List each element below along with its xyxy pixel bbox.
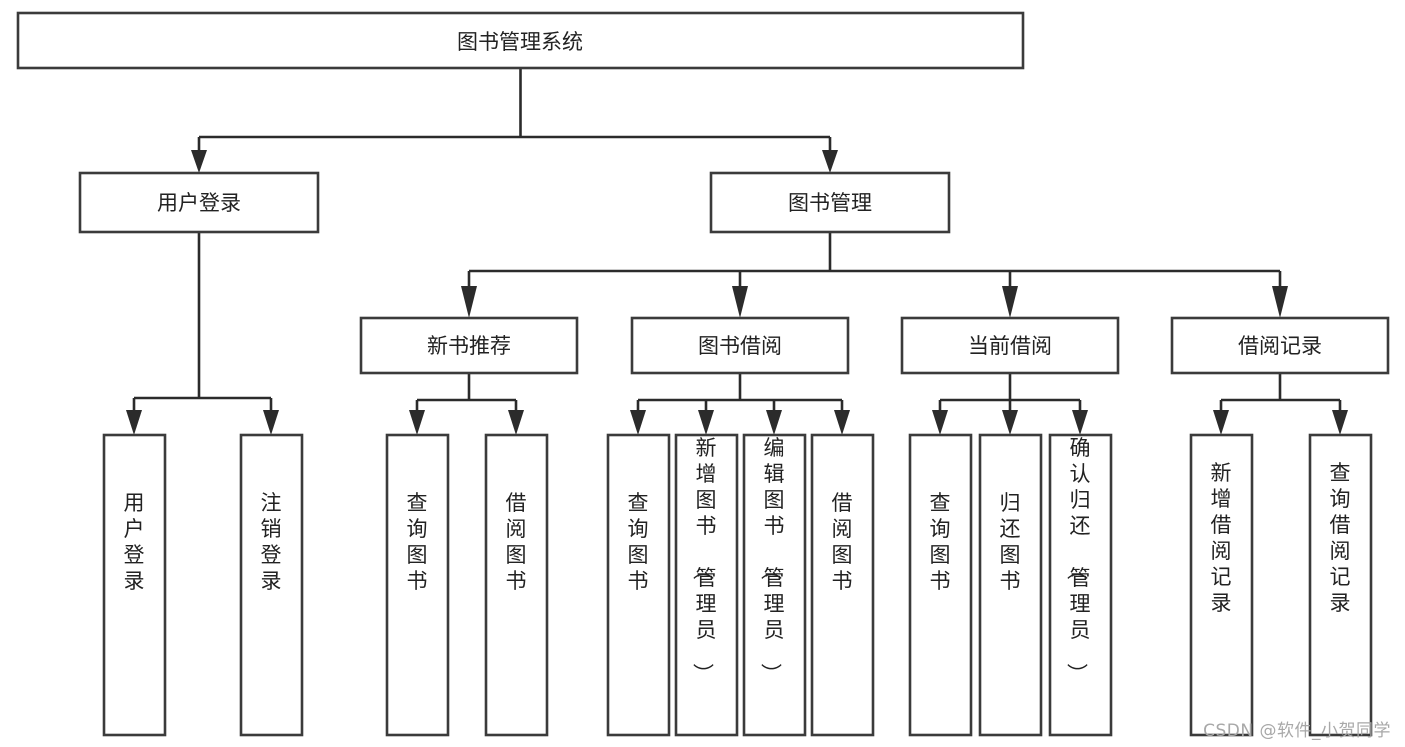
- node-leaf-query-book-2-box[interactable]: [606, 433, 671, 737]
- node-current-borrow-box[interactable]: [900, 316, 1120, 375]
- node-leaf-query-record-box[interactable]: [1308, 433, 1373, 737]
- node-new-book-recommend-box[interactable]: [359, 316, 579, 375]
- node-leaf-query-book-1[interactable]: 查询图书: [385, 433, 450, 737]
- node-leaf-return-book-box[interactable]: [978, 433, 1043, 737]
- node-leaf-borrow-book-1-label: 借阅图书: [506, 491, 527, 593]
- node-leaf-add-book[interactable]: 新增图书（管理员）: [674, 433, 739, 737]
- node-book-manage[interactable]: 图书管理: [709, 171, 951, 234]
- node-leaf-query-book-1-box[interactable]: [385, 433, 450, 737]
- node-borrow-record-box[interactable]: [1170, 316, 1390, 375]
- node-leaf-query-record[interactable]: 查询借阅记录: [1308, 433, 1373, 737]
- node-book-borrow[interactable]: 图书借阅: [630, 316, 850, 375]
- arrowhead-leaf-query-book-3: [932, 410, 948, 435]
- node-book-borrow-label: 图书借阅: [698, 334, 782, 358]
- node-book-manage-box[interactable]: [709, 171, 951, 234]
- node-leaf-return-book[interactable]: 归还图书: [978, 433, 1043, 737]
- node-leaf-borrow-book-2-label: 借阅图书: [832, 491, 853, 593]
- node-leaf-logout-login-label: 注销登录: [261, 491, 282, 593]
- node-leaf-query-record-label: 查询借阅记录: [1330, 461, 1351, 615]
- node-new-book-recommend[interactable]: 新书推荐: [359, 316, 579, 375]
- node-leaf-logout-login-box[interactable]: [239, 433, 304, 737]
- arrowhead-leaf-borrow-book-1: [508, 410, 524, 435]
- node-new-book-recommend-label: 新书推荐: [427, 334, 511, 358]
- arrowhead-leaf-confirm-return: [1072, 410, 1088, 435]
- arrowhead-leaf-edit-book: [766, 410, 782, 435]
- node-user-login-label: 用户登录: [157, 191, 241, 215]
- node-borrow-record-label: 借阅记录: [1238, 334, 1322, 358]
- node-leaf-query-book-3-box[interactable]: [908, 433, 973, 737]
- arrowhead-leaf-user-login: [126, 410, 142, 435]
- node-current-borrow-label: 当前借阅: [968, 334, 1052, 358]
- node-user-login-box[interactable]: [78, 171, 320, 234]
- node-leaf-confirm-return-box[interactable]: [1048, 433, 1113, 737]
- arrowhead-user-login: [191, 150, 207, 173]
- node-leaf-add-record-label: 新增借阅记录: [1211, 461, 1232, 615]
- connector-layer: [126, 68, 1348, 435]
- node-leaf-add-book-label: 新增图书（管理员）: [691, 436, 717, 684]
- arrowhead-leaf-add-book: [698, 410, 714, 435]
- node-leaf-query-book-2[interactable]: 查询图书: [606, 433, 671, 737]
- node-leaf-query-book-3-label: 查询图书: [930, 491, 951, 593]
- node-leaf-query-book-2-label: 查询图书: [628, 491, 649, 593]
- node-leaf-borrow-book-2-box[interactable]: [810, 433, 875, 737]
- node-leaf-add-record-box[interactable]: [1189, 433, 1254, 737]
- node-leaf-borrow-book-1-box[interactable]: [484, 433, 549, 737]
- node-leaf-user-login[interactable]: 用户登录: [102, 433, 167, 737]
- arrowhead-leaf-add-record: [1213, 410, 1229, 435]
- arrowhead-new-book-recommend: [461, 286, 477, 318]
- node-root[interactable]: 图书管理系统: [16, 11, 1025, 70]
- node-user-login[interactable]: 用户登录: [78, 171, 320, 234]
- node-leaf-confirm-return-label: 确认归还（管理员）: [1065, 436, 1091, 684]
- arrowhead-leaf-query-book-1: [409, 410, 425, 435]
- arrowhead-current-borrow: [1002, 286, 1018, 318]
- node-current-borrow[interactable]: 当前借阅: [900, 316, 1120, 375]
- node-leaf-return-book-label: 归还图书: [1000, 491, 1021, 593]
- arrowhead-book-manage: [822, 150, 838, 173]
- node-leaf-edit-book[interactable]: 编辑图书（管理员）: [742, 433, 807, 737]
- node-root-label: 图书管理系统: [457, 30, 583, 54]
- arrowhead-leaf-query-record: [1332, 410, 1348, 435]
- node-leaf-logout-login[interactable]: 注销登录: [239, 433, 304, 737]
- arrowhead-leaf-borrow-book-2: [834, 410, 850, 435]
- node-leaf-borrow-book-2[interactable]: 借阅图书: [810, 433, 875, 737]
- arrowhead-book-borrow: [732, 286, 748, 318]
- arrowhead-leaf-return-book: [1002, 410, 1018, 435]
- node-leaf-query-book-1-label: 查询图书: [407, 491, 428, 593]
- arrowhead-borrow-record: [1272, 286, 1288, 318]
- node-book-borrow-box[interactable]: [630, 316, 850, 375]
- node-leaf-add-book-box[interactable]: [674, 433, 739, 737]
- node-leaf-add-record[interactable]: 新增借阅记录: [1189, 433, 1254, 737]
- node-root-box[interactable]: [16, 11, 1025, 70]
- node-leaf-query-book-3[interactable]: 查询图书: [908, 433, 973, 737]
- node-borrow-record[interactable]: 借阅记录: [1170, 316, 1390, 375]
- node-leaf-borrow-book-1[interactable]: 借阅图书: [484, 433, 549, 737]
- node-leaf-edit-book-box[interactable]: [742, 433, 807, 737]
- node-leaf-user-login-label: 用户登录: [124, 491, 145, 593]
- node-book-manage-label: 图书管理: [788, 191, 872, 215]
- arrowhead-leaf-logout-login: [263, 410, 279, 435]
- node-leaf-confirm-return[interactable]: 确认归还（管理员）: [1048, 433, 1113, 737]
- arrowhead-leaf-query-book-2: [630, 410, 646, 435]
- node-leaf-edit-book-label: 编辑图书（管理员）: [759, 436, 785, 684]
- node-leaf-user-login-box[interactable]: [102, 433, 167, 737]
